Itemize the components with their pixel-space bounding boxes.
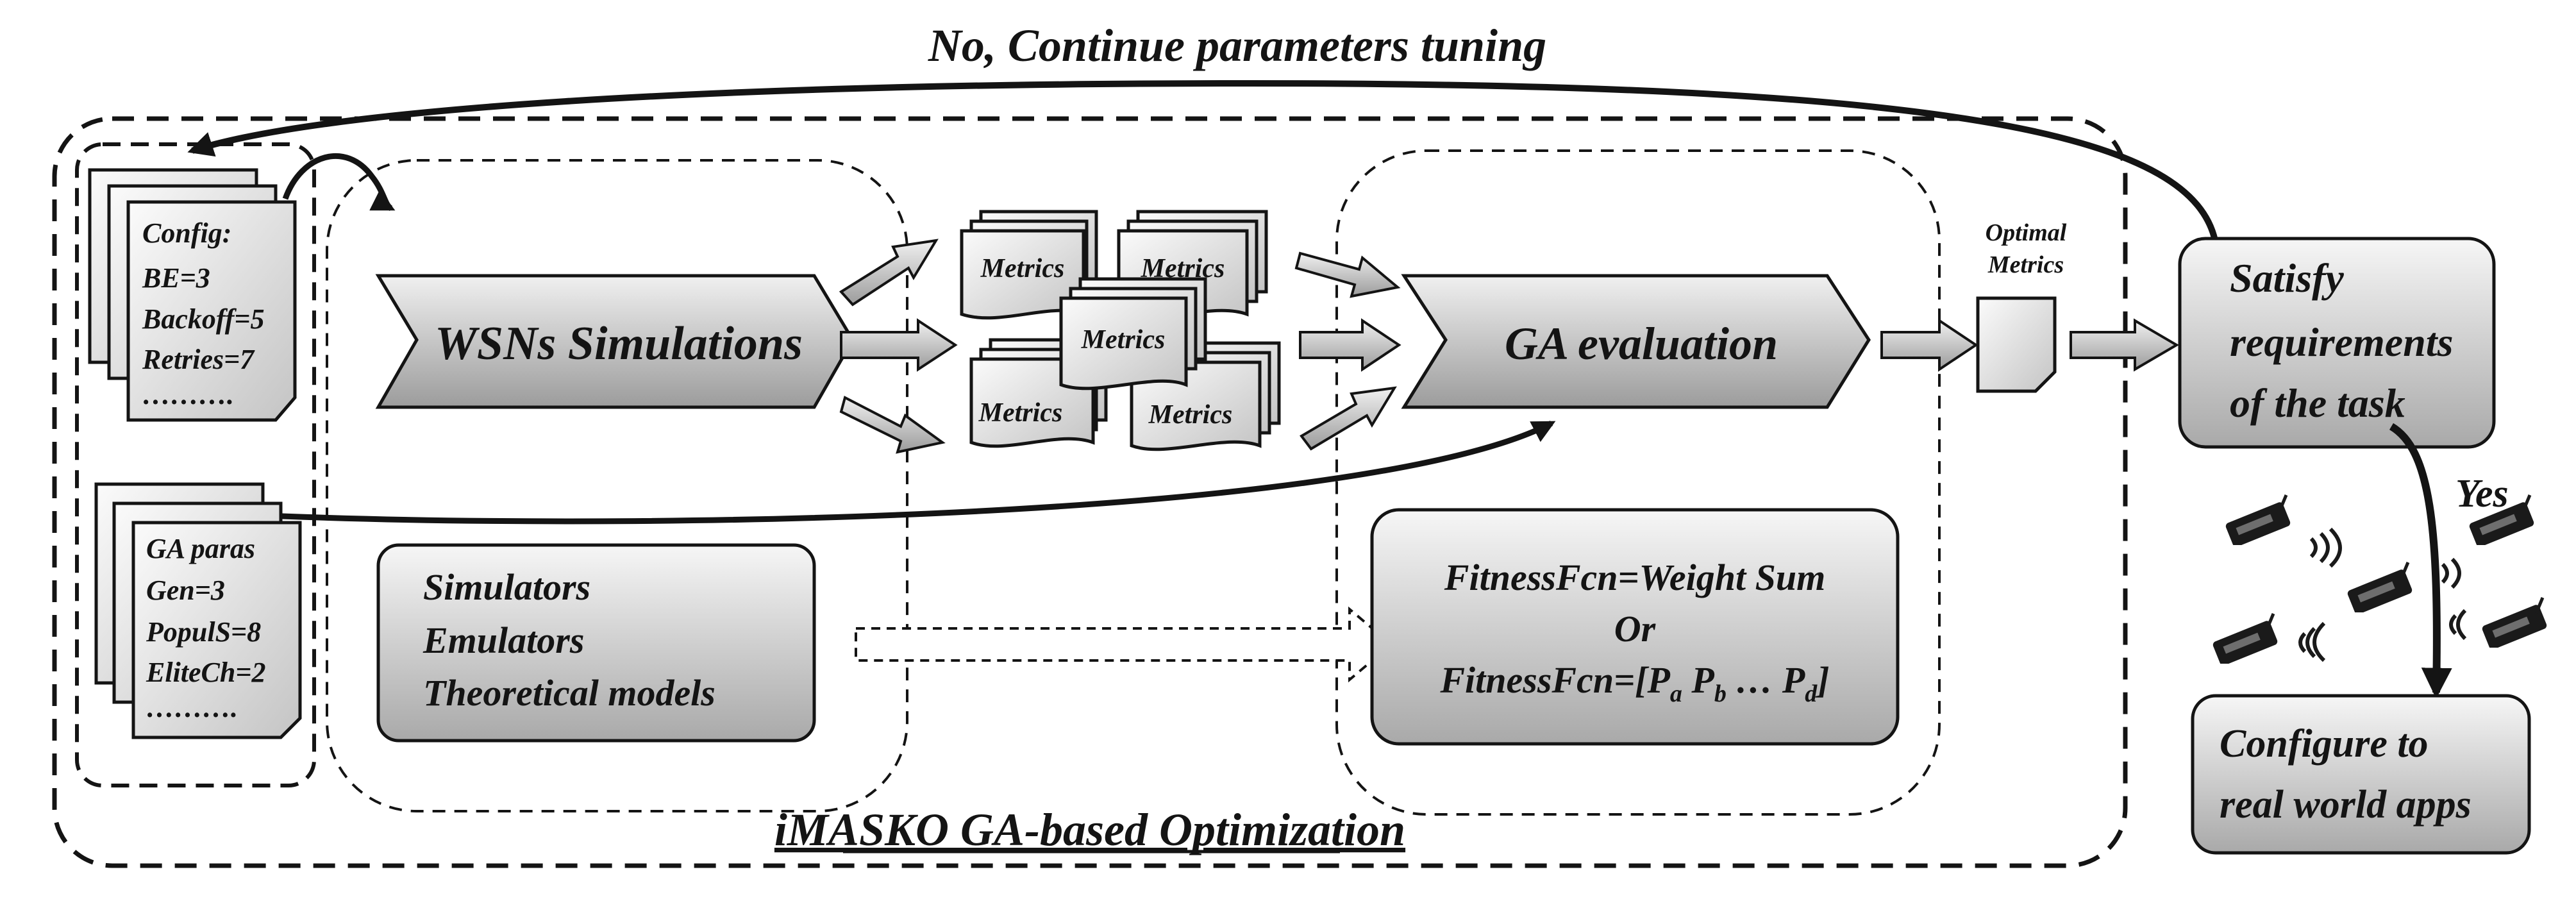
satisfy-requirements-box [2178,237,2496,449]
config-to-simulation-arrow [282,153,396,212]
ga-param-line-4: EliteCh=2 [146,657,265,688]
feedback-arrow [187,80,2218,242]
ga-group [1335,149,1941,816]
config-line-5: ………. [142,379,234,410]
ga-evaluation-chevron [1401,274,1871,409]
metrics-label-4: Metrics [978,398,1063,428]
metrics-to-ga-arrows [1294,251,1401,451]
ga-param-line-3: PopulS=8 [146,616,261,648]
optimal-metrics-label-2: Metrics [1987,251,2064,278]
wireless-sensor-node-icon [2346,562,2413,616]
wsns-simulations-chevron [375,274,855,409]
simulation-group [326,159,908,812]
configure-line-1: Configure to [2220,722,2429,766]
outer-optimization-container [52,116,2128,868]
optimal-metrics-document [1976,296,2057,393]
config-document-stack [88,168,297,422]
simulators-line-2: Emulators [422,619,584,661]
simulators-line-1: Simulators [423,566,590,608]
satisfy-line-3: of the task [2230,380,2405,426]
simulators-box [376,543,816,743]
wsns-simulations-label: WSNs Simulations [435,317,803,370]
ga-param-line-5: ………. [146,692,238,723]
fitness-p-b: P [1682,659,1715,701]
satisfy-line-1: Satisfy [2230,255,2344,301]
fitness-line-2: Or [1614,608,1656,650]
metrics-label-5: Metrics [1148,400,1233,430]
config-line-3: Backoff=5 [142,303,264,335]
outer-caption: iMASKO GA-based Optimization [774,804,1405,855]
configure-real-world-box [2191,694,2531,855]
feedback-label: No, Continue parameters tuning [928,20,1546,71]
fitness-line-1: FitnessFcn=Weight Sum [1444,557,1825,598]
metrics-document-cluster [960,210,1281,451]
metrics-label-1: Metrics [980,254,1065,283]
yes-label: Yes [2455,472,2509,516]
fitness-sub-a: a [1670,680,1682,707]
config-line-1: Config: [142,217,231,249]
fitness-function-box [1370,508,1900,746]
wireless-sensor-node-icon [2212,614,2279,667]
fitness-sub-b: b [1714,680,1727,707]
ga-params-to-evaluation-arrow [281,421,1556,525]
fitness-line-3: FitnessFcn=[Pa Pb … Pd] [1439,659,1829,707]
config-line-4: Retries=7 [142,344,255,375]
ga-param-line-1: GA paras [146,533,255,564]
fitness-sub-d: d [1805,680,1818,707]
configure-line-2: real world apps [2220,783,2471,827]
ga-param-line-2: Gen=3 [146,575,225,606]
fitness-line-3-prefix: FitnessFcn=[P [1439,659,1670,701]
simulators-to-fitness-dashed-arrow [855,606,1394,683]
simulators-line-3: Theoretical models [423,672,715,714]
ga-evaluation-label: GA evaluation [1505,318,1778,369]
fitness-line-3-suffix: ] [1815,659,1829,701]
fitness-ellipsis: … P [1727,659,1805,701]
ga-params-document-stack [94,482,302,739]
wireless-sensor-node-icon [2481,598,2548,651]
metrics-label-3: Metrics [1081,325,1166,355]
optimal-metrics-label-1: Optimal [1986,219,2067,246]
optimal-to-decision-arrow [2070,318,2179,372]
yes-arrow [2389,423,2452,699]
ga-to-optimal-arrow [1880,318,1978,372]
radio-wave-icon [2298,527,2467,662]
wireless-sensor-node-icon [2225,495,2291,548]
satisfy-line-2: requirements [2230,319,2453,365]
simulation-to-metrics-arrows [839,239,958,454]
config-line-2: BE=3 [142,262,210,294]
metrics-label-2: Metrics [1141,254,1225,283]
